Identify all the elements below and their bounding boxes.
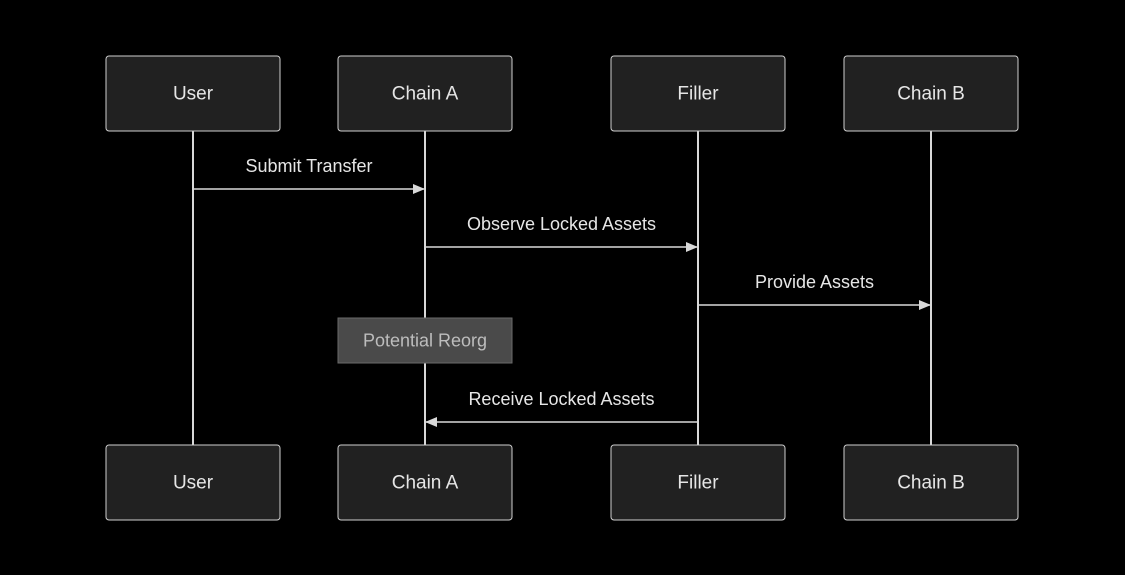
actor-label: User — [173, 84, 214, 105]
actor-label: Chain B — [897, 473, 965, 494]
note-potential-reorg: Potential Reorg — [337, 317, 513, 364]
actor-user-top: User — [105, 55, 281, 132]
actor-label: Filler — [677, 84, 719, 105]
note-box — [337, 317, 513, 364]
message-label: Provide Assets — [755, 272, 874, 292]
message-label: Receive Locked Assets — [468, 389, 654, 409]
actor-label: User — [173, 473, 214, 494]
note-label: Potential Reorg — [363, 330, 487, 350]
actor-chain-a-top: Chain A — [337, 55, 513, 132]
actor-box — [105, 444, 281, 521]
actor-label: Chain B — [897, 84, 965, 105]
actor-box — [843, 444, 1019, 521]
actor-chain-a-bottom: Chain A — [337, 444, 513, 521]
message-observe-locked-assets: Observe Locked Assets — [425, 214, 698, 252]
actor-label: Chain A — [392, 473, 459, 494]
message-receive-locked-assets: Receive Locked Assets — [425, 389, 698, 427]
actor-box — [337, 444, 513, 521]
actor-box — [610, 55, 786, 132]
actor-label: Filler — [677, 473, 719, 494]
actor-label: Chain A — [392, 84, 459, 105]
actor-chain-b-top: Chain B — [843, 55, 1019, 132]
actor-filler-bottom: Filler — [610, 444, 786, 521]
actor-filler-top: Filler — [610, 55, 786, 132]
message-submit-transfer: Submit Transfer — [193, 156, 425, 194]
actor-box — [843, 55, 1019, 132]
actor-box — [337, 55, 513, 132]
message-provide-assets: Provide Assets — [698, 272, 931, 310]
message-label: Submit Transfer — [245, 156, 372, 176]
actor-user-bottom: User — [105, 444, 281, 521]
actor-box — [610, 444, 786, 521]
actor-chain-b-bottom: Chain B — [843, 444, 1019, 521]
message-label: Observe Locked Assets — [467, 214, 656, 234]
actor-box — [105, 55, 281, 132]
